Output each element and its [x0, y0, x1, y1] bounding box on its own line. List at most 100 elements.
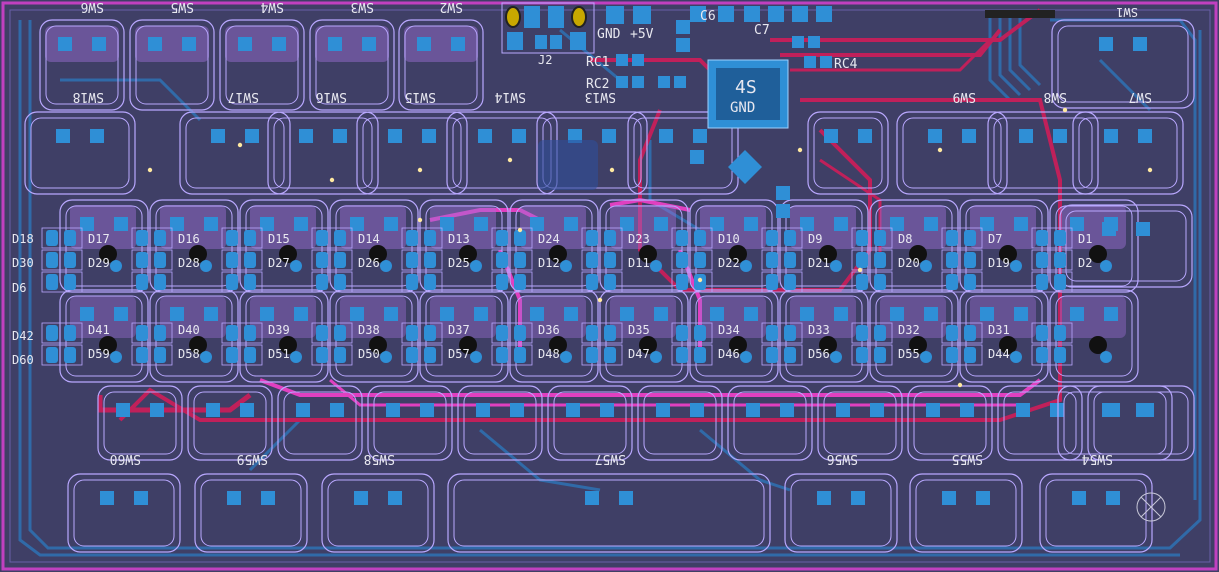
switch-sw18[interactable] — [24, 111, 136, 195]
diode-label: D48 — [538, 347, 560, 361]
switch-sw14[interactable] — [446, 111, 558, 195]
diode-stack[interactable] — [761, 322, 842, 366]
switch-row3-8[interactable] — [689, 199, 779, 293]
diode-stack[interactable] — [941, 227, 1022, 293]
switch-row5-5[interactable] — [457, 385, 543, 461]
switch-row5-12[interactable] — [1087, 385, 1173, 461]
switch-sw9[interactable] — [896, 111, 1008, 195]
diode-label: D59 — [88, 347, 110, 361]
switch-sw56[interactable] — [784, 473, 898, 553]
switch-label-sw2: SW2 — [440, 0, 463, 14]
header-pads[interactable] — [690, 6, 1055, 22]
switch-label-sw17: SW17 — [228, 89, 259, 104]
switch-row5-3[interactable] — [277, 385, 363, 461]
mcu-footprint[interactable]: 4S GND — [707, 59, 789, 129]
mounting-hole — [1136, 492, 1166, 522]
diode-label: D17 — [88, 232, 110, 246]
switch-row4-6[interactable] — [509, 289, 599, 383]
diode-stack[interactable] — [851, 227, 932, 293]
switch-row5-8[interactable] — [727, 385, 813, 461]
diode-stack[interactable] — [761, 227, 842, 293]
switch-label-sw59: SW59 — [237, 451, 268, 466]
diode-stack[interactable] — [941, 322, 1022, 366]
switch-row3-wide[interactable] — [1059, 204, 1193, 288]
switch-row5-2[interactable] — [187, 385, 273, 461]
diode-label: D7 — [988, 232, 1002, 246]
diode-label-left: D60 — [12, 353, 34, 367]
switch-sw3[interactable] — [309, 19, 395, 111]
diode-label: D22 — [718, 256, 740, 270]
diode-stack[interactable] — [41, 322, 122, 366]
diode-stack[interactable] — [671, 227, 752, 293]
diode-stack[interactable] — [41, 227, 122, 293]
switch-row5-10[interactable] — [907, 385, 993, 461]
switch-row5-4[interactable] — [367, 385, 453, 461]
switch-row5-7[interactable] — [637, 385, 723, 461]
switch-row5-9[interactable] — [817, 385, 903, 461]
diode-stack[interactable] — [221, 322, 302, 366]
switch-label-sw18: SW18 — [73, 89, 104, 104]
p5v-label: +5V — [630, 27, 654, 42]
switch-sw59[interactable] — [194, 473, 308, 553]
diode-stack[interactable] — [491, 322, 572, 366]
switch-sw54[interactable] — [1039, 473, 1153, 553]
switch-row3-11[interactable] — [959, 199, 1049, 293]
switch-sw5[interactable] — [129, 19, 215, 111]
diode-stack[interactable] — [1031, 227, 1112, 293]
diode-stack[interactable] — [581, 227, 662, 293]
diode-stack[interactable] — [581, 322, 662, 366]
diode-label: D44 — [988, 347, 1010, 361]
switch-row5-wide[interactable] — [1057, 385, 1195, 461]
diode-label: D46 — [718, 347, 740, 361]
switch-row5-6[interactable] — [547, 385, 633, 461]
passive-components[interactable]: RC1 RC2 RC4 C6 C7 — [586, 9, 858, 218]
switch-row5-11[interactable] — [997, 385, 1083, 461]
diode-stack[interactable] — [131, 227, 212, 293]
diode-stack[interactable] — [491, 227, 572, 293]
diode-stack[interactable] — [221, 227, 302, 293]
switch-row3-6[interactable] — [509, 199, 599, 293]
switch-sw6[interactable] — [39, 19, 125, 111]
switch-row3-9[interactable] — [779, 199, 869, 293]
switch-sw57[interactable] — [447, 473, 771, 553]
diode-stack[interactable] — [401, 322, 482, 366]
switch-sw58[interactable] — [321, 473, 435, 553]
diode-label: D14 — [358, 232, 380, 246]
switch-sw7[interactable] — [1072, 111, 1184, 195]
diode-stack[interactable] — [131, 322, 212, 366]
diode-label-left: D42 — [12, 329, 34, 343]
switch-sw10[interactable] — [807, 111, 889, 195]
diode-stack[interactable] — [1031, 322, 1112, 366]
diode-label: D1 — [1078, 232, 1092, 246]
switch-sw17[interactable] — [179, 111, 291, 195]
diode-label: D27 — [268, 256, 290, 270]
diode-label: D9 — [808, 232, 822, 246]
diode-stack[interactable] — [311, 322, 392, 366]
switch-sw16[interactable] — [267, 111, 379, 195]
diode-stack[interactable] — [401, 227, 482, 293]
usb-connector-j2[interactable]: J2 — [501, 2, 595, 67]
switch-sw12[interactable] — [627, 111, 739, 195]
diode-stack[interactable] — [671, 322, 752, 366]
switch-sw55[interactable] — [909, 473, 1023, 553]
switch-sw60[interactable] — [67, 473, 181, 553]
diode-stack[interactable] — [311, 227, 392, 293]
switch-sw2[interactable] — [398, 19, 484, 111]
switch-row5-1[interactable] — [97, 385, 183, 461]
switch-label-sw56: SW56 — [827, 451, 858, 466]
switch-label-sw15: SW15 — [405, 89, 436, 104]
switch-sw15[interactable] — [356, 111, 468, 195]
switch-row3-5[interactable] — [419, 199, 509, 293]
diode-label: D39 — [268, 323, 290, 337]
diode-label: D20 — [898, 256, 920, 270]
switch-sw4[interactable] — [219, 19, 305, 111]
switch-sw8[interactable] — [987, 111, 1099, 195]
power-header[interactable]: GND +5V — [597, 6, 654, 42]
diode-label-left: D6 — [12, 281, 26, 295]
diode-label: D32 — [898, 323, 920, 337]
u1-marking-b: GND — [730, 100, 755, 116]
switch-sw1[interactable] — [1051, 19, 1195, 109]
diode-stack[interactable] — [851, 322, 932, 366]
